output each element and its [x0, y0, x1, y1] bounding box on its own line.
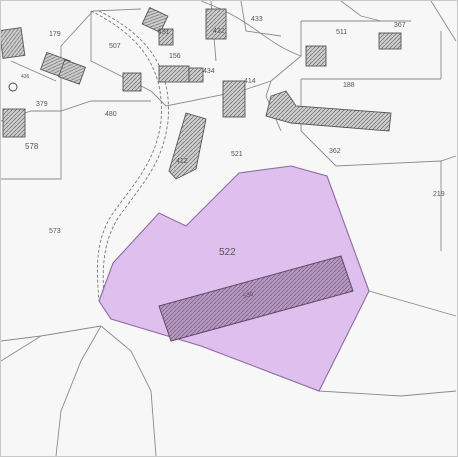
survey-marker-icon: [8, 82, 18, 92]
parcel-label-521: 521: [231, 151, 243, 158]
parcel-label-379: 379: [36, 101, 48, 108]
parcel-label-522[interactable]: 522: [219, 247, 236, 258]
parcel-label-188: 188: [343, 82, 355, 89]
parcel-label-362: 362: [329, 148, 341, 155]
parcel-label-219: 219: [433, 191, 445, 198]
building-530[interactable]: [158, 255, 354, 342]
parcel-label-511: 511: [336, 29, 347, 36]
parcel-label-412: 412: [176, 158, 188, 165]
parcel-label-436: 436: [21, 74, 30, 80]
path-road: [90, 10, 169, 302]
parcel-label-156: 156: [169, 53, 181, 60]
parcel-label-367: 367: [394, 22, 406, 29]
parcel-label-433: 433: [251, 16, 263, 23]
parcel-label-507: 507: [109, 43, 121, 50]
building-label-530: 530: [243, 291, 255, 300]
parcel-label-414: 414: [244, 78, 256, 85]
parcel-label-432: 432: [213, 28, 225, 35]
parcel-label-573: 573: [49, 228, 61, 235]
buildings: [1, 7, 402, 180]
parcel-label-578: 578: [25, 142, 39, 151]
parcel-label-480: 480: [105, 111, 117, 118]
parcel-label-431: 431: [158, 29, 170, 36]
parcel-label-179: 179: [49, 31, 61, 38]
highlighted-parcel-522[interactable]: [98, 165, 370, 392]
parcel-label-434: 434: [203, 68, 215, 75]
